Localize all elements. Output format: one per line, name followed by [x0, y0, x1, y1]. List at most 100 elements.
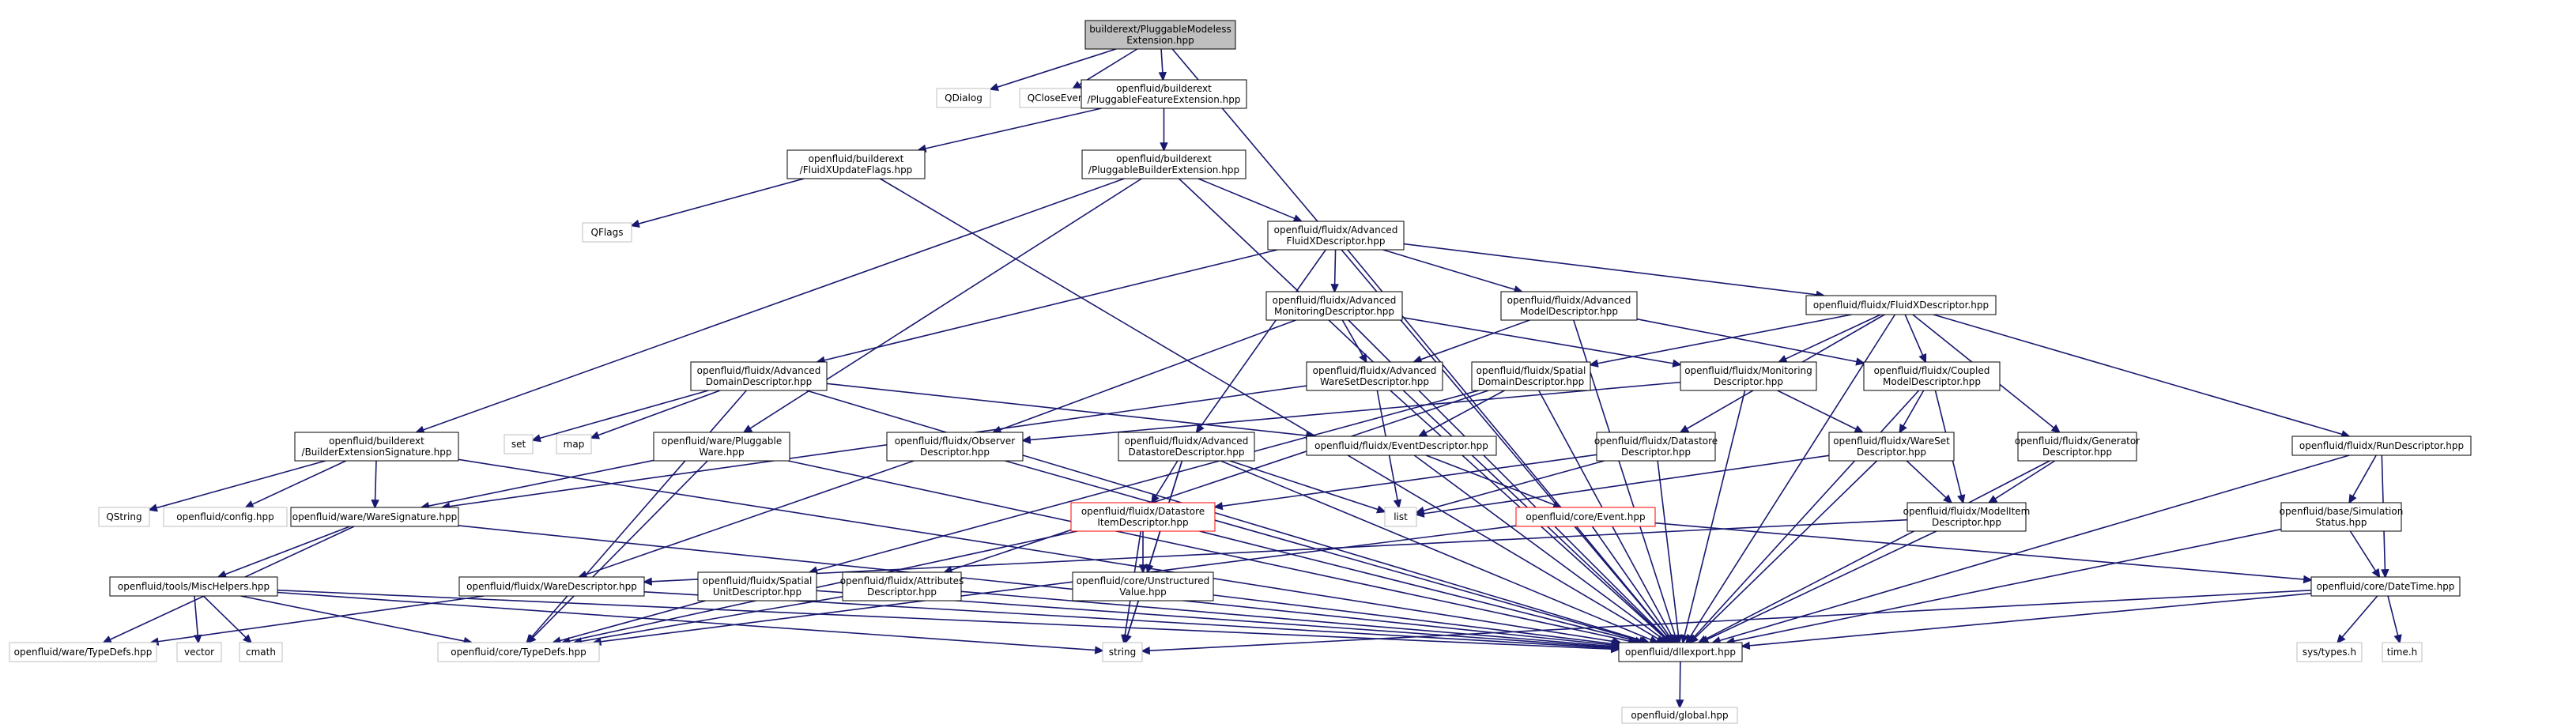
edge-updateflags-to-qflags — [630, 178, 805, 228]
edge-root-to-feature — [1158, 48, 1167, 81]
node-eventhpp[interactable]: openfluid/core/Event.hpp — [1515, 507, 1656, 527]
edge-monitoringdesc-to-waresetdesc — [1777, 390, 1865, 433]
node-dsitem[interactable]: openfluid/fluidx/DatastoreItemDescriptor… — [1070, 502, 1216, 532]
node-updateflags[interactable]: openfluid/builderext/FluidXUpdateFlags.h… — [786, 149, 926, 179]
node-advmonitoring[interactable]: openfluid/fluidx/AdvancedMonitoringDescr… — [1265, 291, 1403, 321]
node-box — [109, 576, 278, 597]
edge-line — [532, 460, 708, 639]
edge-line — [428, 459, 654, 507]
edge-line — [1695, 460, 1878, 639]
node-box — [437, 642, 600, 662]
node-coupled[interactable]: openfluid/fluidx/CoupledModelDescriptor.… — [1863, 361, 2001, 391]
edge-datastoredesc-to-list — [1415, 460, 1605, 515]
node-advwareset[interactable]: openfluid/fluidx/AdvancedWareSetDescript… — [1306, 361, 1443, 391]
nodes-layer: builderext/PluggableModelessExtension.hp… — [9, 20, 2472, 724]
node-monitoringdesc[interactable]: openfluid/fluidx/MonitoringDescriptor.hp… — [1680, 361, 1817, 391]
node-waresetdesc[interactable]: openfluid/fluidx/WareSetDescriptor.hpp — [1828, 432, 1955, 462]
edge-generator-to-modelitem — [1987, 460, 2056, 504]
edge-waresetdesc-to-list — [1415, 454, 1830, 518]
node-box — [1515, 507, 1656, 527]
edge-line — [1707, 530, 1937, 640]
arrowhead-icon — [1688, 634, 1699, 644]
node-spatialunit[interactable]: openfluid/fluidx/SpatialUnitDescriptor.h… — [697, 571, 817, 601]
arrowhead-icon — [2348, 493, 2357, 504]
node-waredesc[interactable]: openfluid/fluidx/WareDescriptor.hpp — [458, 576, 645, 597]
arrowhead-icon — [1854, 424, 1865, 433]
edge-advdomain-to-set — [531, 390, 709, 443]
arrowhead-icon — [1680, 634, 1689, 644]
arrowhead-icon — [1151, 493, 1160, 504]
edge-line — [374, 460, 377, 501]
edge-pluggableware-to-coretypedefs — [526, 460, 708, 644]
node-box — [786, 149, 926, 179]
node-box — [1267, 221, 1405, 251]
arrowhead-icon — [1415, 509, 1425, 518]
edge-attributes-to-coretypedefs — [572, 596, 843, 646]
arrowhead-icon — [630, 219, 640, 228]
node-feature[interactable]: openfluid/builderext/PluggableFeatureExt… — [1081, 79, 1247, 109]
arrowhead-icon — [1071, 81, 1082, 90]
edge-fluidxdesc-to-monitoringdesc — [1777, 314, 1881, 363]
node-label: openfluid/fluidx/Advanced — [1125, 436, 1249, 447]
arrowhead-icon — [1138, 564, 1148, 574]
edge-waresetdesc-to-dllexport — [1688, 460, 1878, 644]
edge-line — [1689, 314, 1896, 637]
node-builder[interactable]: openfluid/builderext/PluggableBuilderExt… — [1081, 149, 1247, 179]
edge-fluidxdesc-to-spatialdomain — [1589, 314, 1852, 368]
node-box — [1680, 361, 1817, 391]
edge-line — [1994, 460, 2056, 500]
node-root[interactable]: builderext/PluggableModelessExtension.hp… — [1084, 20, 1236, 50]
node-datastoredesc[interactable]: openfluid/fluidx/DatastoreDescriptor.hpp — [1594, 432, 1718, 462]
arrowhead-icon — [1160, 142, 1168, 152]
node-dllexport[interactable]: openfluid/dllexport.hpp — [1618, 642, 1743, 662]
arrowhead-icon — [2393, 634, 2402, 644]
edge-datastoredesc-to-dllexport — [1657, 460, 1683, 644]
arrowhead-icon — [1665, 633, 1675, 644]
edge-line — [569, 530, 1078, 642]
edge-line — [960, 590, 1612, 647]
edge-extsig-to-qstring — [148, 460, 326, 512]
edge-extsig-to-dllexport — [458, 458, 1622, 646]
edge-line — [277, 589, 1612, 650]
node-datetime[interactable]: openfluid/core/DateTime.hpp — [2310, 576, 2461, 597]
node-waresig[interactable]: openfluid/ware/WareSignature.hpp — [290, 507, 459, 527]
arrowhead-icon — [1195, 423, 1205, 434]
node-box — [1384, 507, 1417, 527]
node-rundesc[interactable]: openfluid/fluidx/RunDescriptor.hpp — [2291, 436, 2472, 456]
node-advfluidx[interactable]: openfluid/fluidx/AdvancedFluidXDescripto… — [1267, 221, 1405, 251]
arrowhead-icon — [1899, 423, 1907, 434]
node-fluidxdesc[interactable]: openfluid/fluidx/FluidXDescriptor.hpp — [1805, 295, 1997, 315]
edge-line — [1423, 460, 1605, 511]
node-label: Descriptor.hpp — [920, 447, 990, 458]
edge-eventhpp-to-dllexport — [1591, 526, 1675, 644]
node-global: openfluid/global.hpp — [1621, 707, 1738, 724]
node-spatialdomain[interactable]: openfluid/fluidx/SpatialDomainDescriptor… — [1471, 361, 1591, 391]
node-advdatastore[interactable]: openfluid/fluidx/AdvancedDatastoreDescri… — [1118, 432, 1255, 462]
edge-line — [638, 178, 805, 224]
node-box — [1500, 291, 1638, 321]
node-extsig[interactable]: openfluid/builderext/BuilderExtensionSig… — [294, 432, 459, 462]
edge-datetime-to-systypes — [2336, 595, 2378, 644]
node-advdomain[interactable]: openfluid/fluidx/AdvancedDomainDescripto… — [690, 361, 828, 391]
node-attributes[interactable]: openfluid/fluidx/AttributesDescriptor.hp… — [840, 571, 964, 601]
node-label: openfluid/builderext — [1116, 153, 1212, 164]
node-map: map — [556, 434, 592, 454]
edge-line — [1704, 460, 2050, 640]
arrowhead-icon — [1417, 428, 1428, 437]
edge-line — [157, 595, 485, 643]
node-mischelpers[interactable]: openfluid/tools/MiscHelpers.hpp — [109, 576, 278, 597]
node-advmodel[interactable]: openfluid/fluidx/AdvancedModelDescriptor… — [1500, 291, 1638, 321]
edge-dllexport-to-global — [1676, 661, 1684, 709]
edge-line — [1748, 592, 2312, 647]
node-eventdesc[interactable]: openfluid/fluidx/EventDescriptor.hpp — [1306, 436, 1497, 456]
edge-line — [251, 460, 347, 505]
node-box — [2280, 502, 2402, 532]
node-label: set — [511, 439, 526, 450]
edge-line — [1420, 319, 1530, 360]
